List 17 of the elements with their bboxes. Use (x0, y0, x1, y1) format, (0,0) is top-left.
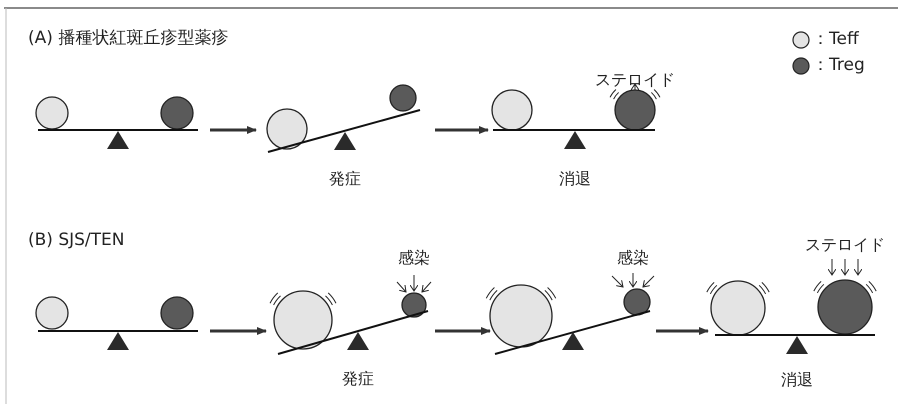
arrow (210, 327, 267, 335)
panel-heading: (A) 播種状紅斑丘疹型薬疹 (28, 30, 228, 47)
legend-label: ：Treg (812, 57, 865, 74)
node-label: 感染 (398, 250, 430, 266)
legend-label: ：Teff (812, 31, 859, 48)
panel-heading: (B) SJS/TEN (28, 232, 124, 249)
node-label: 発症 (342, 371, 374, 387)
node-label: 消退 (781, 372, 813, 388)
arrow (656, 327, 709, 335)
arrow (210, 126, 257, 134)
node-label: 感染 (617, 250, 649, 266)
node-label: 発症 (329, 171, 361, 187)
node-label: ステロイド (805, 237, 885, 253)
node-label: 消退 (559, 171, 591, 187)
arrow (435, 327, 491, 335)
node-label: ステロイド (595, 72, 675, 88)
arrow (435, 126, 489, 134)
